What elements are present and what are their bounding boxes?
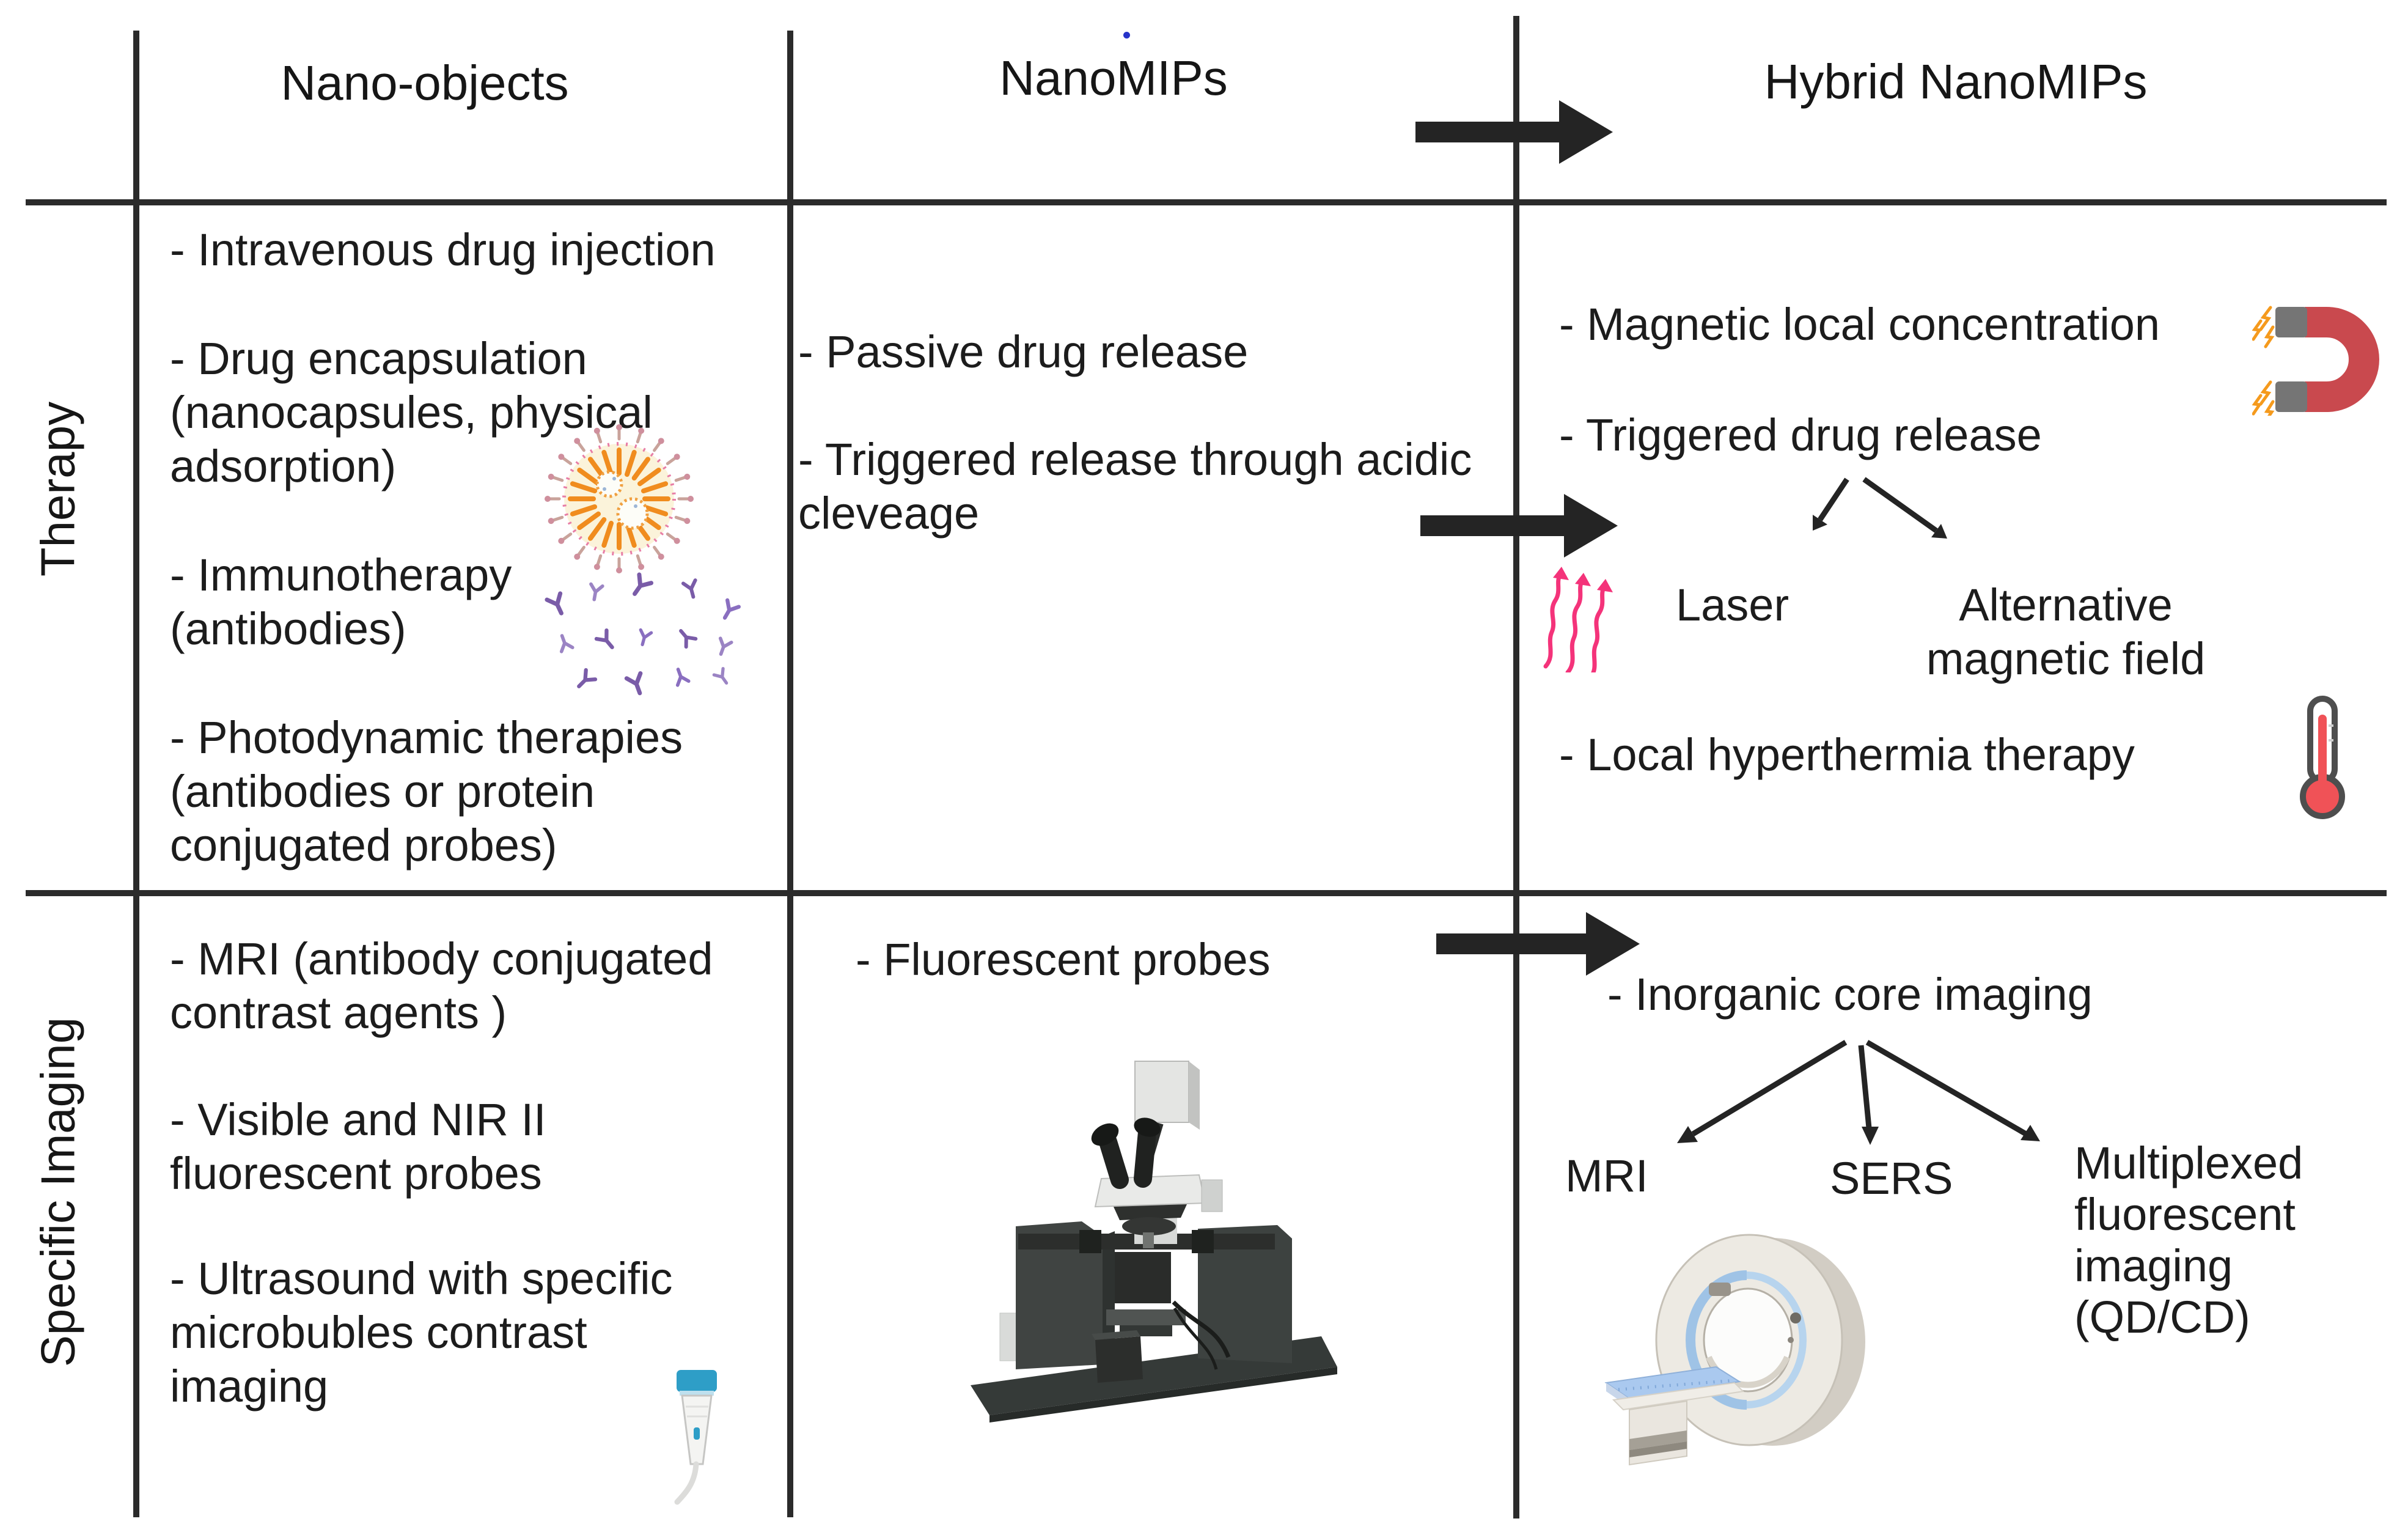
cell-text: - Triggered release through acidic cleve… [798, 433, 1472, 540]
right-arrow-icon [1415, 100, 1617, 164]
thermometer-icon [2300, 696, 2345, 819]
grid-hline-rows [26, 890, 2387, 896]
right-arrow-icon [1420, 494, 1622, 558]
arrow-shaft [1436, 933, 1586, 954]
header-nanomips: NanoMIPs [999, 51, 1228, 105]
cell-text: - Immunotherapy (antibodies) [170, 548, 512, 656]
cell-text-line: Alternative [1959, 580, 2173, 630]
branch-arrows-icon [1813, 477, 1947, 539]
cell-text: - Photodynamic therapies (antibodies or … [170, 711, 683, 872]
blue-dot [1123, 32, 1130, 39]
cell-text-line: conjugated probes) [170, 820, 557, 871]
cell-text: SERS [1830, 1153, 1953, 1204]
arrow-head [1559, 100, 1613, 164]
arrow-head [1564, 494, 1618, 558]
cell-text-line: - Triggered release through acidic [798, 434, 1472, 485]
cell-text: MRI [1565, 1150, 1648, 1201]
cell-text: - Drug encapsulation (nanocapsules, phys… [170, 332, 653, 493]
cell-text: - Inorganic core imaging [1607, 969, 2093, 1020]
cell-text: Alternative magnetic field [1895, 578, 2237, 686]
header-nano-objects: Nano-objects [281, 56, 569, 110]
header-hybrid-nanomips: Hybrid NanoMIPs [1764, 54, 2148, 109]
cell-text-line: contrast agents ) [170, 987, 507, 1038]
cell-text-line: - Photodynamic therapies [170, 712, 683, 763]
cell-text-line: (antibodies) [170, 603, 406, 654]
cell-text: - MRI (antibody conjugated contrast agen… [170, 932, 713, 1040]
cell-text: Multiplexed fluorescent imaging (QD/CD) [2074, 1138, 2303, 1343]
horseshoe-magnet-icon [2252, 306, 2379, 416]
cell-text: - Local hyperthermia therapy [1559, 729, 2135, 780]
cell-text-line: - Visible and NIR II [170, 1094, 546, 1145]
cell-text-line: fluorescent probes [170, 1148, 542, 1199]
cell-text: - Intravenous drug injection [170, 223, 716, 277]
cell-text: - Magnetic local concentration [1559, 299, 2160, 350]
mri-scanner-icon [1604, 1234, 1865, 1466]
cell-text-line: - Drug encapsulation [170, 333, 587, 384]
cell-text-line: adsorption) [170, 441, 397, 491]
cell-text-line: cleveage [798, 488, 980, 539]
branch-arrows-icon [1677, 1040, 2040, 1145]
cell-text-line: microbubles contrast [170, 1307, 587, 1358]
right-arrow-icon [1436, 912, 1644, 976]
row-label-therapy: Therapy [31, 401, 85, 577]
arrow-head [1586, 912, 1640, 976]
laser-beams-icon [1543, 567, 1613, 672]
cell-text: - Passive drug release [798, 325, 1248, 379]
antibody-cluster-icon [538, 565, 746, 700]
cell-text-line: imaging [2074, 1240, 2233, 1291]
cell-text-line: fluorescent [2074, 1189, 2296, 1240]
cell-text-line: (QD/CD) [2074, 1292, 2250, 1342]
drug-nanocapsule-icon [541, 424, 697, 577]
row-label-specific-imaging: Specific Imaging [31, 1017, 85, 1368]
ultrasound-probe-icon [674, 1370, 717, 1505]
cell-text-line: (nanocapsules, physical [170, 387, 653, 438]
cell-text-line: Multiplexed [2074, 1138, 2303, 1188]
cell-text: - Visible and NIR II fluorescent probes [170, 1093, 546, 1201]
cell-text-line: (antibodies or protein [170, 766, 595, 817]
grid-hline-header [26, 199, 2387, 205]
cell-text: - Fluorescent probes [856, 934, 1271, 985]
grid-vline-1 [133, 31, 139, 1517]
cell-text-line: - Ultrasound with specific [170, 1253, 673, 1304]
cell-text: Laser [1676, 580, 1789, 630]
cell-text-line: - Immunotherapy [170, 550, 512, 600]
cell-text-line: magnetic field [1926, 633, 2206, 684]
cell-text-line: - Passive drug release [798, 326, 1249, 377]
grid-vline-3 [1513, 16, 1519, 1518]
cell-text-line: imaging [170, 1361, 329, 1412]
fluorescence-microscope-icon [971, 1061, 1337, 1423]
cell-text-line: - MRI (antibody conjugated [170, 933, 713, 984]
arrow-shaft [1415, 122, 1559, 142]
grid-vline-2 [787, 31, 793, 1517]
arrow-shaft [1420, 515, 1564, 536]
cell-text: - Ultrasound with specific microbubles c… [170, 1252, 673, 1413]
cell-text: - Triggered drug release [1559, 410, 2042, 460]
cell-text-line: - Intravenous drug injection [170, 224, 716, 275]
